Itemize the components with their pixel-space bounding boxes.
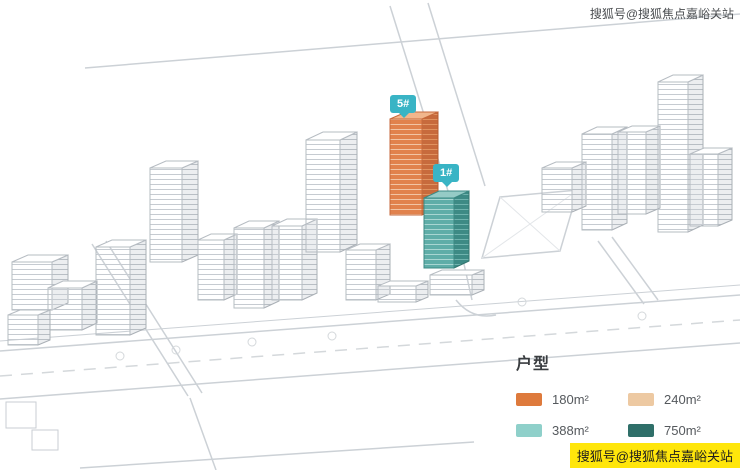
- building-1-badge: 1#: [433, 164, 460, 187]
- legend-label: 388m²: [552, 423, 589, 438]
- watermark-top: 搜狐号@搜狐焦点嘉峪关站: [589, 7, 734, 21]
- building-5-badge: 5#: [390, 95, 417, 118]
- legend-label: 750m²: [664, 423, 701, 438]
- legend-item: 750m²: [628, 423, 728, 438]
- building-podium: [377, 280, 429, 303]
- watermark-bottom: 搜狐号@搜狐焦点嘉峪关站: [569, 443, 740, 468]
- building: [541, 161, 587, 213]
- building: [197, 233, 238, 301]
- legend-item: 240m²: [628, 392, 728, 407]
- legend-title: 户型: [516, 356, 551, 373]
- building: [689, 147, 733, 227]
- building: [617, 125, 661, 215]
- building: [149, 160, 199, 263]
- building: [95, 239, 147, 336]
- building: [47, 280, 98, 331]
- building: [7, 309, 51, 346]
- building: [305, 131, 358, 253]
- legend: 户型 180m² 240m² 388m² 750m²: [516, 350, 734, 438]
- legend-grid: 180m² 240m² 388m² 750m²: [516, 392, 734, 438]
- building: [345, 243, 391, 301]
- legend-label: 180m²: [552, 392, 589, 407]
- building-podium: [429, 269, 485, 296]
- legend-swatch-180: [516, 393, 542, 406]
- building-1-highlight: [423, 190, 470, 269]
- building-5-highlight: [389, 111, 439, 216]
- trees: [5, 297, 647, 451]
- buildings-gray: [7, 74, 733, 346]
- legend-item: 388m²: [516, 423, 616, 438]
- legend-swatch-388: [516, 424, 542, 437]
- legend-item: 180m²: [516, 392, 616, 407]
- legend-swatch-750: [628, 424, 654, 437]
- legend-label: 240m²: [664, 392, 701, 407]
- legend-swatch-240: [628, 393, 654, 406]
